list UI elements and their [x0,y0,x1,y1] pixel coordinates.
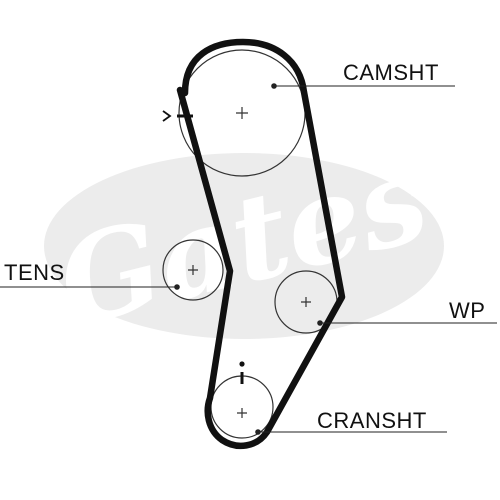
camshaft-timing-mark [162,110,193,122]
crankshaft-pulley [210,375,274,439]
crankshaft-leader [255,429,447,435]
camshaft-label: CAMSHT [343,60,439,85]
tensioner-center-mark [188,265,198,275]
watermark-logo: Gates [44,128,444,353]
water-pump-label: WP [449,298,486,323]
tensioner-label: TENS [4,260,65,285]
crankshaft-timing-mark [239,361,245,384]
camshaft-center-mark [236,107,248,119]
water-pump-leader [317,320,497,326]
crankshaft-label: CRANSHT [317,408,427,433]
crankshaft-center-mark [237,408,247,418]
water-pump-center-mark [301,297,311,307]
tensioner-pulley [162,239,224,301]
tensioner-leader [0,284,180,290]
camshaft-leader [271,83,455,89]
timing-belt [176,38,346,450]
pulley-center-marks [188,107,311,418]
